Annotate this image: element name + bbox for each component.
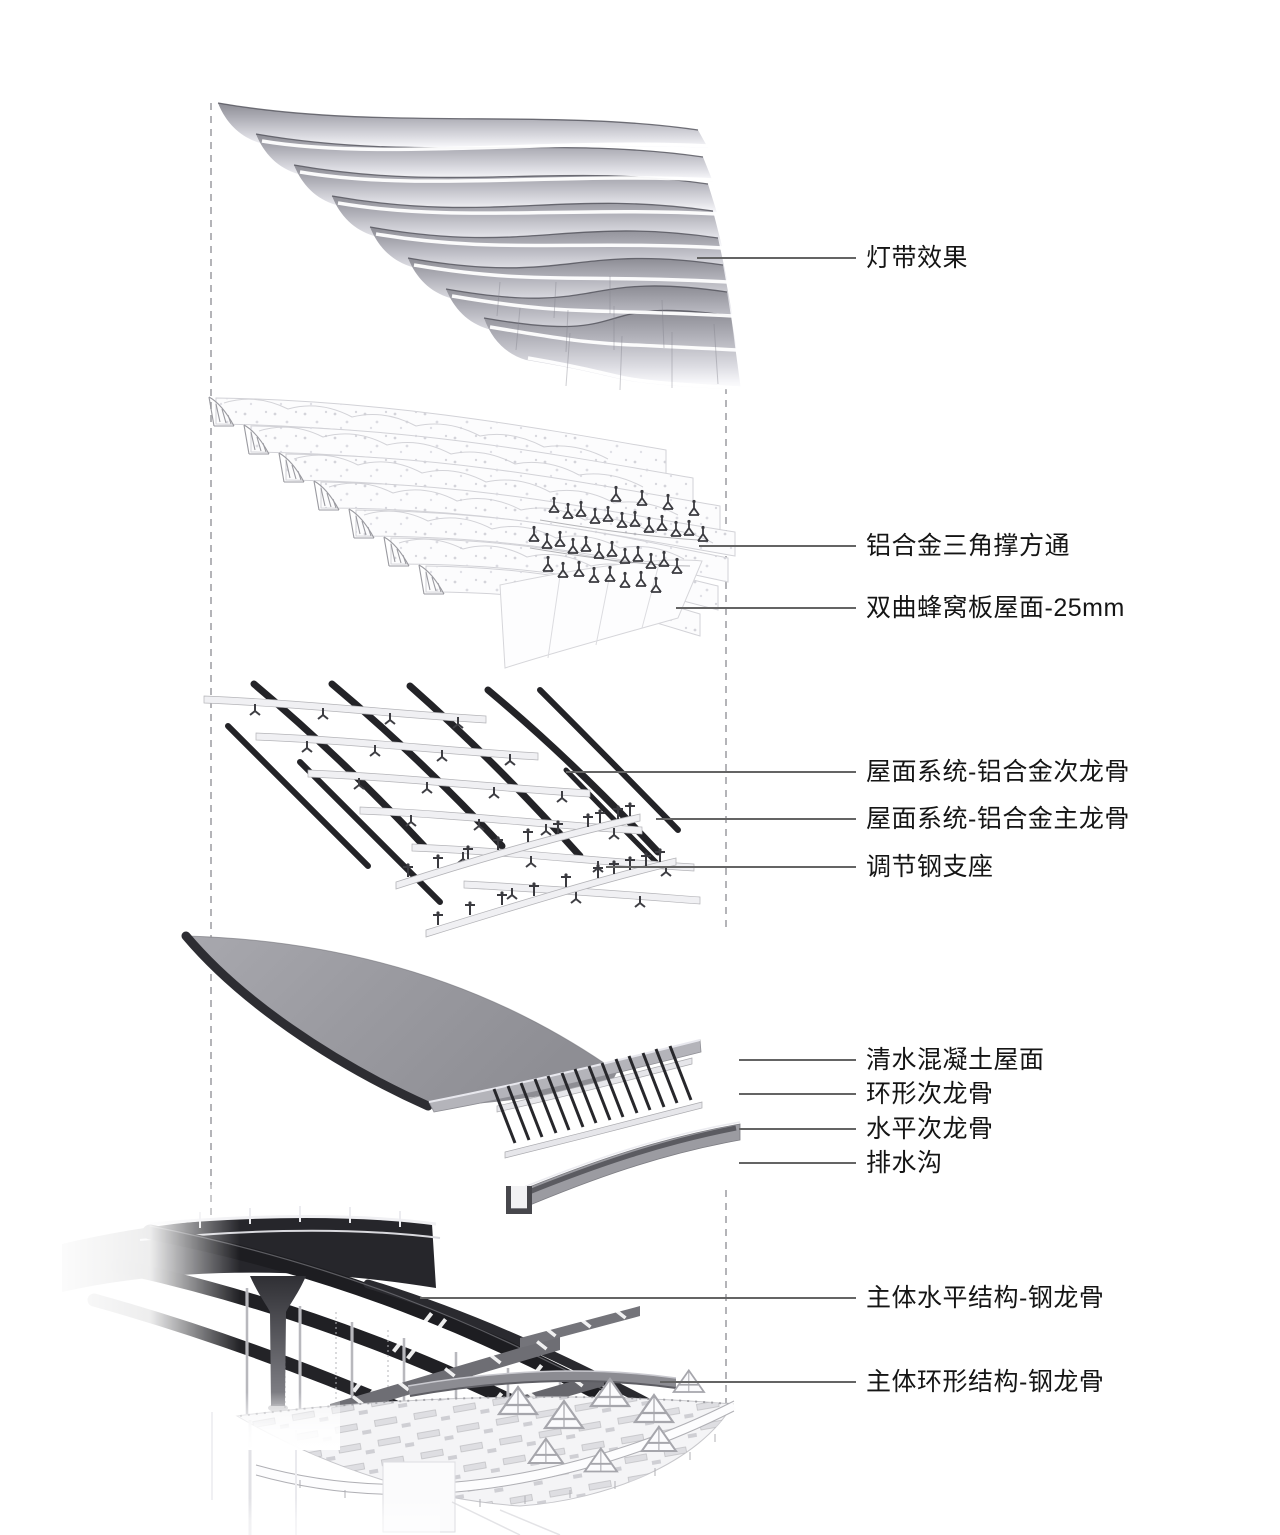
leader-light-strip-effect: [697, 257, 856, 259]
pylon-base-fade: [230, 1392, 340, 1450]
layer-main-steel-structure: [40, 1185, 737, 1535]
leader-horizontal-secondary-keel: [739, 1128, 856, 1130]
deck-truss-platform: [235, 1369, 737, 1507]
pylon-column: [250, 1276, 306, 1406]
label-adjustable-steel-support: 调节钢支座: [866, 853, 994, 881]
curved-edge-beam: [407, 1370, 677, 1397]
leader-main-horizontal-steel-keel: [420, 1297, 856, 1299]
leader-drainage-gutter: [739, 1162, 856, 1164]
label-main-annular-steel-keel: 主体环形结构-钢龙骨: [866, 1368, 1105, 1396]
layer-honeycomb-panels: [208, 396, 736, 669]
layer-light-strip-panels: [217, 102, 742, 391]
leader-roof-secondary-keel: [566, 771, 856, 773]
label-roof-secondary-keel: 屋面系统-铝合金次龙骨: [866, 758, 1130, 786]
leader-roof-main-keel: [656, 818, 856, 820]
drainage-gutter-channel: [506, 1121, 741, 1214]
label-hyperbolic-honeycomb-roof: 双曲蜂窝板屋面-25mm: [866, 594, 1125, 622]
leader-annular-secondary-keel: [739, 1093, 856, 1095]
leader-aluminum-triangular-support: [699, 545, 856, 547]
layer-concrete-roof: [181, 931, 741, 1214]
layer-aluminum-keel-grid: [203, 680, 701, 938]
horizontal-keel-ladder: [492, 1045, 703, 1159]
label-main-horizontal-steel-keel: 主体水平结构-钢龙骨: [866, 1284, 1105, 1312]
leader-main-annular-steel-keel: [660, 1381, 856, 1383]
leader-adjustable-steel-support: [606, 866, 856, 868]
slab-dark-edge: [181, 931, 433, 1111]
label-concrete-roof: 清水混凝土屋面: [866, 1046, 1045, 1074]
label-drainage-gutter: 排水沟: [866, 1149, 943, 1177]
leader-concrete-roof: [739, 1059, 856, 1061]
label-light-strip-effect: 灯带效果: [866, 244, 969, 272]
triangular-support-cluster: [528, 484, 709, 593]
leader-hyperbolic-honeycomb-roof: [676, 607, 856, 609]
adjustable-steel-support-rails: [395, 801, 677, 938]
label-aluminum-triangular-support: 铝合金三角撑方通: [866, 532, 1071, 560]
concrete-slab: [186, 936, 617, 1107]
bottom-fade: [40, 1498, 440, 1535]
left-fade: [40, 1185, 240, 1535]
label-roof-main-keel: 屋面系统-铝合金主龙骨: [866, 805, 1130, 833]
label-annular-secondary-keel: 环形次龙骨: [866, 1080, 994, 1108]
label-horizontal-secondary-keel: 水平次龙骨: [866, 1115, 994, 1143]
